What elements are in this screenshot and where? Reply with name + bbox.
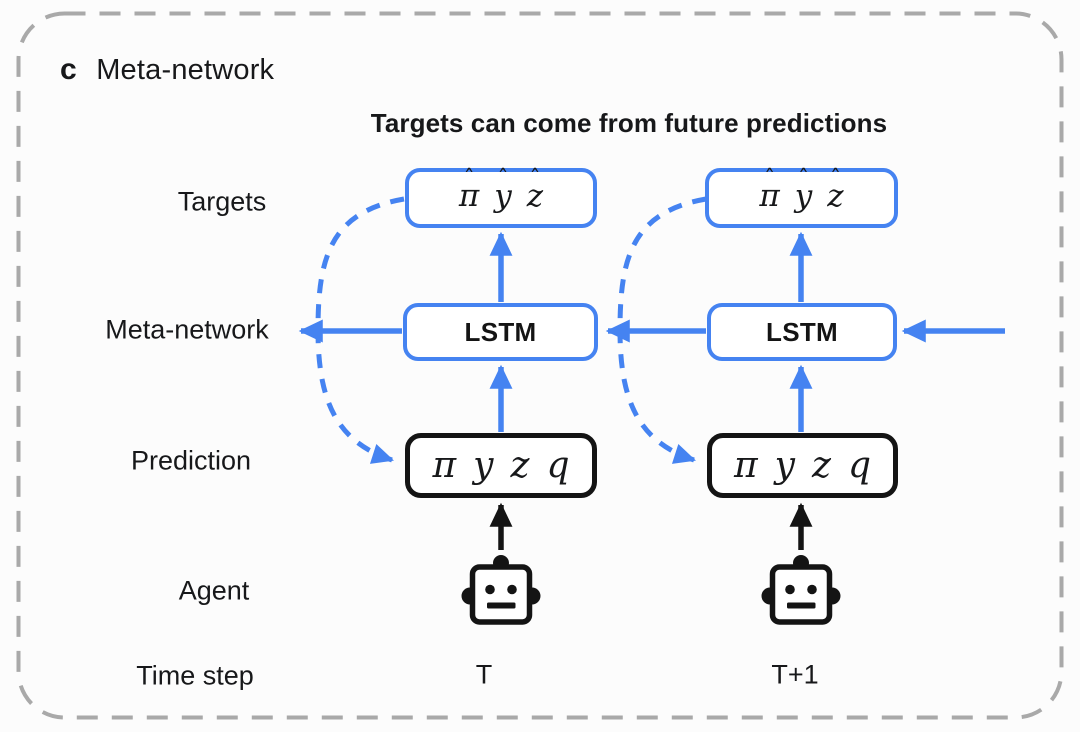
panel-title: Meta-network <box>96 54 275 86</box>
prediction-box-t1: π y z q <box>707 433 898 498</box>
time-label-t: T <box>475 659 493 690</box>
prediction-symbols: π y z q <box>733 444 872 486</box>
diagram-subtitle: Targets can come from future predictions <box>370 108 888 138</box>
robot-icon <box>761 555 841 625</box>
row-label-meta-network: Meta-network <box>105 314 269 345</box>
row-label-targets: Targets <box>177 186 267 217</box>
prediction-symbols: π y z q <box>432 444 570 486</box>
lstm-box-t1: LSTM <box>707 303 897 361</box>
prediction-box-t: π y z q <box>405 433 597 498</box>
row-label-time-step: Time step <box>136 660 254 691</box>
panel-header: c Meta-network <box>60 53 274 87</box>
time-label-t1: T+1 <box>771 659 819 690</box>
lstm-box-t: LSTM <box>403 303 598 361</box>
row-label-agent: Agent <box>178 575 250 606</box>
dashed-panel-border <box>16 11 1064 720</box>
robot-icon <box>461 555 541 625</box>
panel-tag: c <box>60 53 78 86</box>
row-label-prediction: Prediction <box>130 445 252 476</box>
